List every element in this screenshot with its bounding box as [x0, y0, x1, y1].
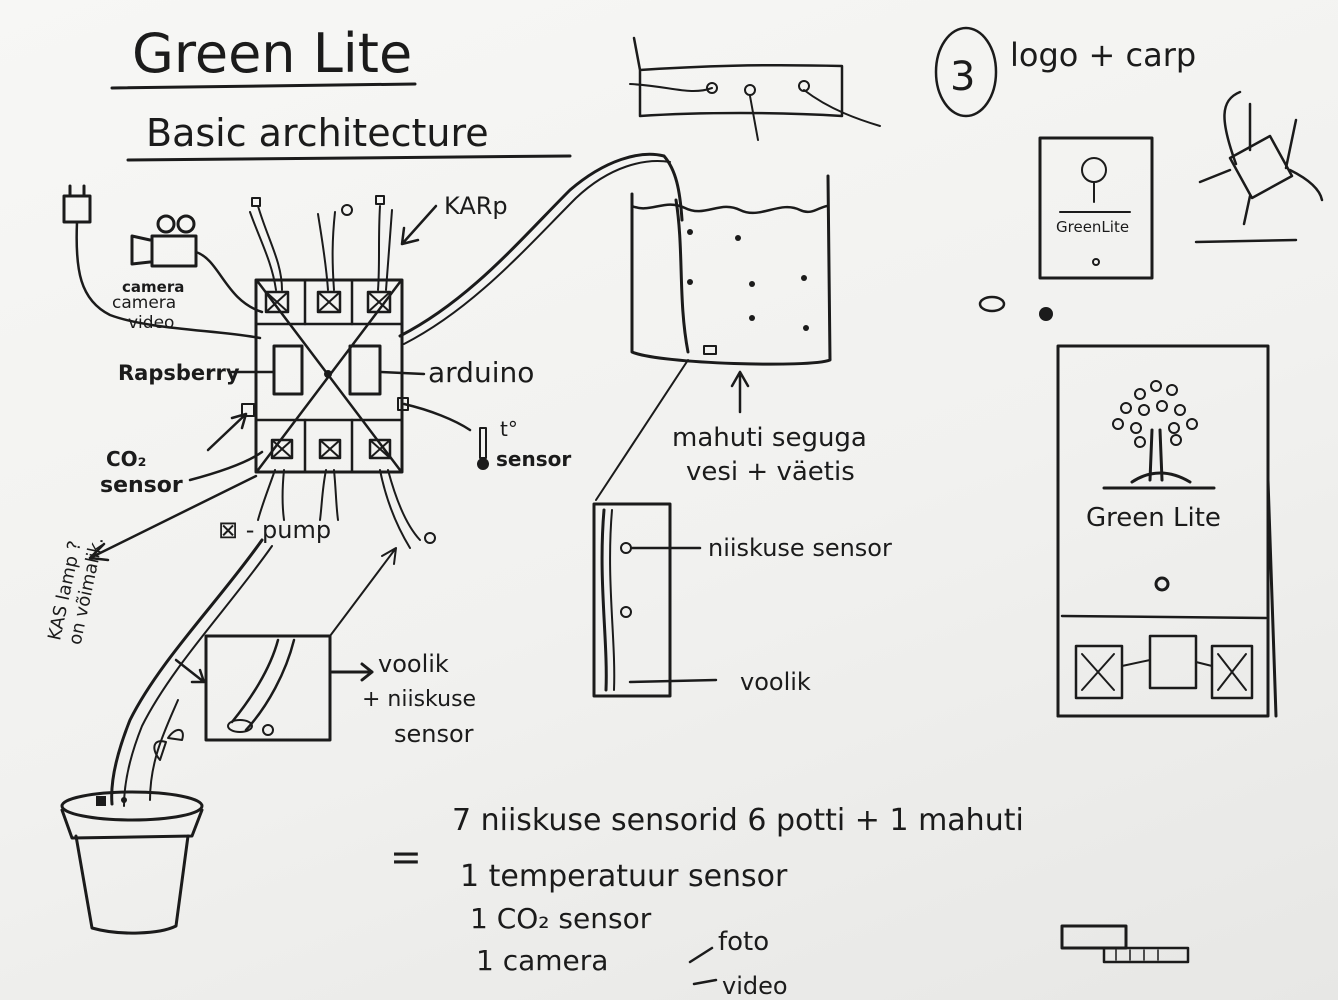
- water-tank: [632, 176, 830, 364]
- small-logo-text: GreenLite: [1056, 218, 1129, 236]
- tank-detail: [594, 504, 716, 696]
- hose-label: voolik: [740, 668, 811, 696]
- moisture-sensor-label: niiskuse sensor: [708, 534, 892, 562]
- device-sketch-icon: [1062, 926, 1188, 962]
- pump-hose: [112, 540, 262, 804]
- logo-heading: logo + carp: [1010, 36, 1196, 74]
- raspberry-label: Rapsberry: [118, 361, 240, 385]
- karp-arrow: [402, 206, 436, 244]
- subtitle: Basic architecture: [146, 111, 489, 155]
- hose-detail-line2: + niiskuse: [362, 687, 476, 712]
- subtitle-underline: [128, 156, 570, 160]
- t-sensor-label: sensor: [496, 447, 571, 471]
- summary-line2: 1 temperatuur sensor: [460, 859, 788, 894]
- video-label: video: [128, 313, 174, 333]
- summary-line3: 1 CO₂ sensor: [470, 902, 652, 935]
- hose-detail-line1: voolik: [378, 650, 449, 678]
- tank-caption-1: mahuti seguga: [672, 423, 867, 453]
- box-sketch-icon: [1196, 92, 1322, 242]
- hose-detail-line3: sensor: [394, 720, 474, 748]
- camera-label: camera: [112, 293, 176, 313]
- summary-line1: 7 niiskuse sensorid 6 potti + 1 mahuti: [452, 803, 1024, 838]
- summary-video: video: [722, 972, 788, 1000]
- step-number: 3: [950, 54, 975, 100]
- title: Green Lite: [132, 22, 412, 85]
- co2-label: CO₂: [106, 447, 146, 471]
- small-logo-card: [1040, 138, 1152, 278]
- summary-foto: foto: [718, 927, 769, 957]
- arduino-label: arduino: [428, 356, 534, 389]
- summary-equals: =: [390, 835, 422, 879]
- plant-pot-icon: [62, 700, 202, 933]
- thermometer-icon: [477, 428, 489, 470]
- summary-line4: 1 camera: [476, 944, 608, 977]
- co2-sensor-label: sensor: [100, 473, 183, 498]
- karp-label: KARp: [444, 192, 508, 220]
- large-logo-text: Green Lite: [1086, 503, 1221, 533]
- tank-caption-2: vesi + väetis: [686, 457, 855, 487]
- top-sketch: [630, 38, 880, 140]
- t-sensor-top: t°: [500, 417, 518, 441]
- tank-hose: [400, 154, 682, 336]
- pump-label: ⊠ - pump: [218, 516, 331, 544]
